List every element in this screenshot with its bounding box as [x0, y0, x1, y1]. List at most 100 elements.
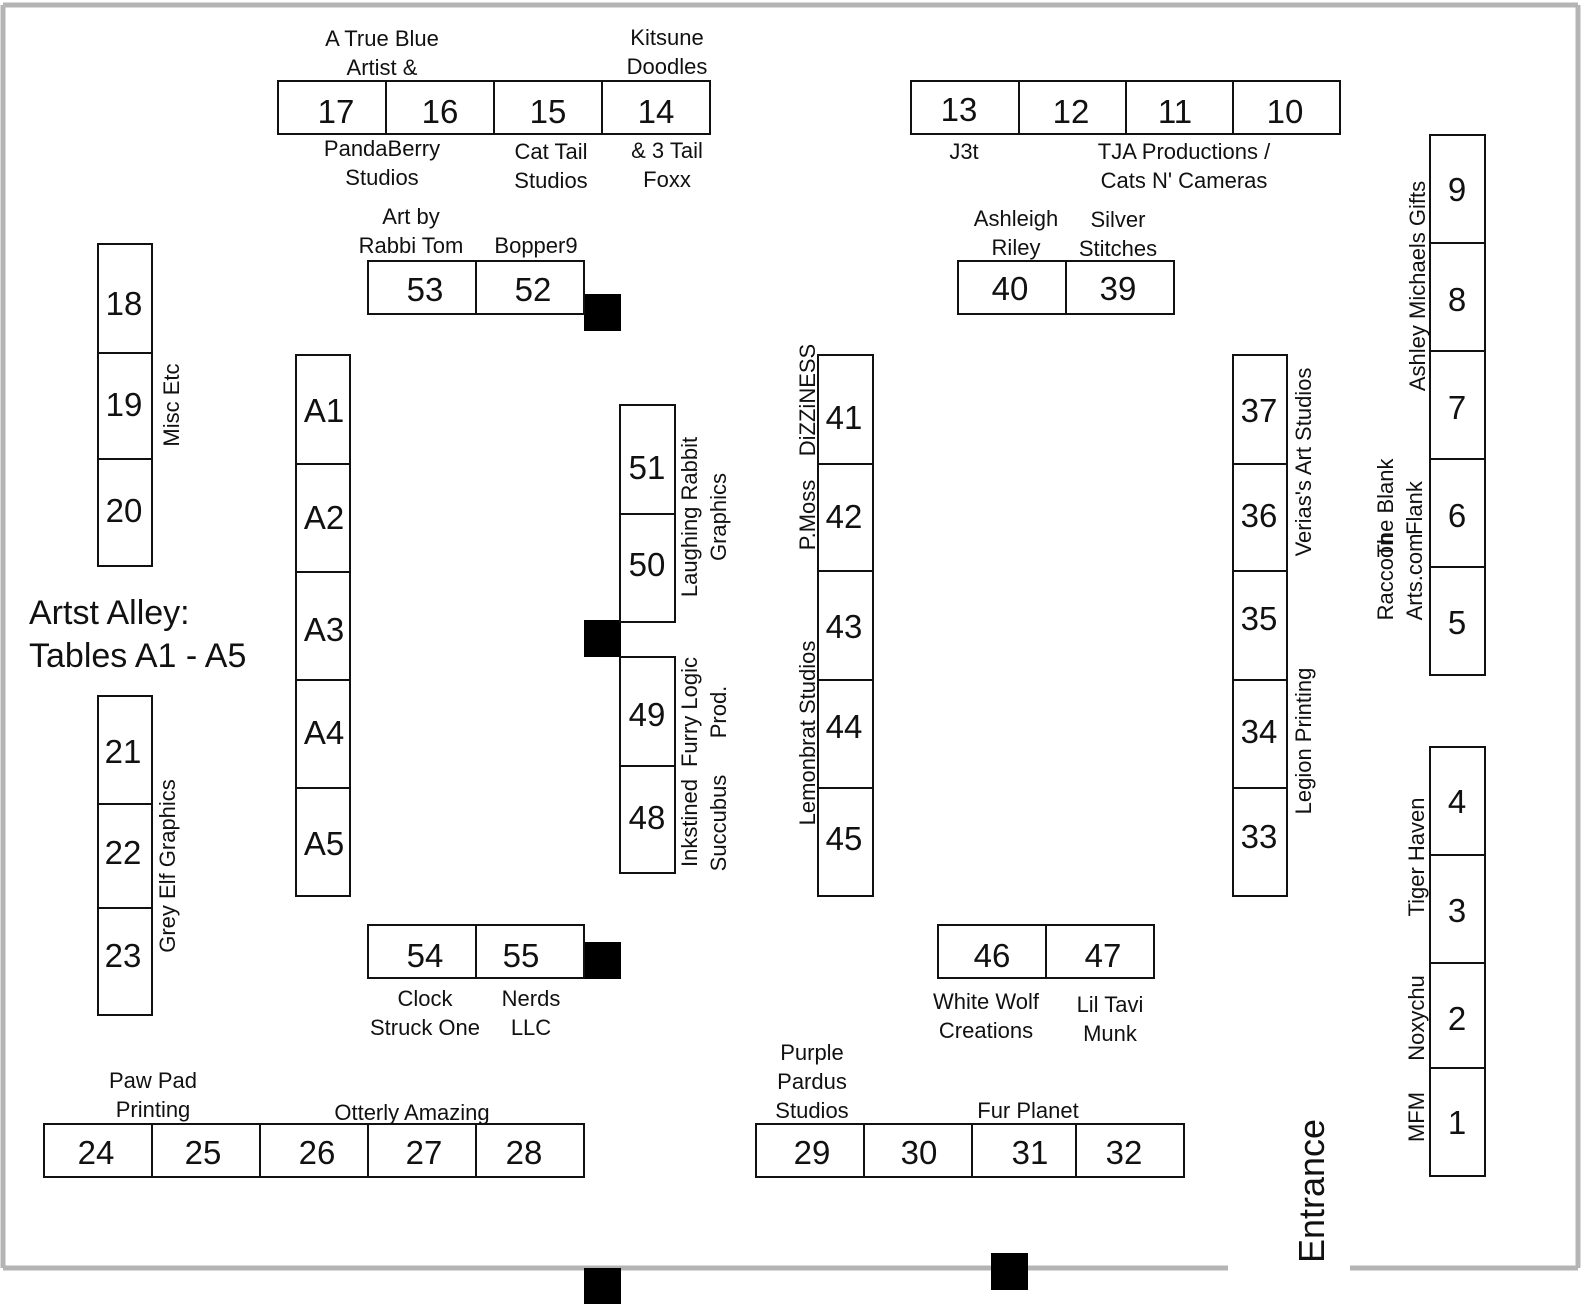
table-22[interactable]: 22: [97, 803, 153, 909]
table-42[interactable]: 42: [817, 463, 874, 572]
table-48[interactable]: 48: [619, 765, 676, 874]
table-number: 17: [318, 93, 355, 130]
vendor-label: Nerds: [502, 986, 561, 1011]
table-21[interactable]: 21: [97, 695, 153, 805]
table-a4[interactable]: A4: [295, 679, 351, 789]
vendor-label: White Wolf: [933, 989, 1040, 1014]
vendor-label: Struck One: [370, 1015, 480, 1040]
table-32[interactable]: 32: [1075, 1123, 1185, 1178]
vendor-label: Ashleigh: [974, 206, 1058, 231]
table-a3[interactable]: A3: [295, 571, 351, 681]
table-43[interactable]: 43: [817, 570, 874, 681]
table-14[interactable]: 14: [601, 80, 711, 135]
table-52[interactable]: 52: [475, 260, 585, 315]
table-55[interactable]: 55: [475, 924, 585, 979]
table-23[interactable]: 23: [97, 907, 153, 1016]
table-number: 46: [974, 937, 1011, 974]
table-54[interactable]: 54: [367, 924, 477, 979]
table-37[interactable]: 37: [1232, 354, 1288, 465]
vendor-label: Ashley Michaels Gifts: [1405, 181, 1430, 391]
vendor-label: Tiger Haven: [1404, 797, 1429, 916]
table-45[interactable]: 45: [817, 787, 874, 897]
table-29[interactable]: 29: [755, 1123, 865, 1178]
table-28[interactable]: 28: [475, 1123, 585, 1178]
table-2[interactable]: 2: [1429, 962, 1486, 1069]
table-number: A5: [304, 825, 344, 862]
table-number: 48: [629, 799, 666, 836]
vendor-label: Fur Planet: [977, 1098, 1079, 1123]
vendor-label: Riley: [992, 235, 1041, 260]
table-number: 21: [105, 733, 142, 770]
table-24[interactable]: 24: [43, 1123, 153, 1178]
vendor-label: Bopper9: [494, 233, 577, 258]
table-30[interactable]: 30: [863, 1123, 973, 1178]
table-47[interactable]: 47: [1045, 924, 1155, 979]
table-3[interactable]: 3: [1429, 854, 1486, 964]
table-a1[interactable]: A1: [295, 354, 351, 465]
table-number: 47: [1085, 937, 1122, 974]
table-a2[interactable]: A2: [295, 463, 351, 573]
table-4[interactable]: 4: [1429, 746, 1486, 856]
artist-alley-title: Artst Alley: Tables A1 - A5: [29, 594, 246, 675]
table-36[interactable]: 36: [1232, 463, 1288, 572]
vendor-label: Paw Pad: [109, 1068, 197, 1093]
table-5[interactable]: 5: [1429, 566, 1486, 676]
table-19[interactable]: 19: [97, 352, 153, 460]
table-53[interactable]: 53: [367, 260, 477, 315]
table-7[interactable]: 7: [1429, 350, 1486, 460]
table-6[interactable]: 6: [1429, 458, 1486, 568]
vendor-label: Grey Elf Graphics: [155, 779, 180, 953]
vendor-label: Art by: [382, 204, 439, 229]
table-16[interactable]: 16: [385, 80, 495, 135]
table-number: 51: [629, 449, 666, 486]
table-number: A4: [304, 714, 344, 751]
table-18[interactable]: 18: [97, 243, 153, 354]
table-31[interactable]: 31: [971, 1123, 1077, 1178]
table-33[interactable]: 33: [1232, 787, 1288, 897]
table-number: 37: [1241, 392, 1278, 429]
table-9[interactable]: 9: [1429, 134, 1486, 244]
table-11[interactable]: 11: [1125, 80, 1234, 135]
pillar: [584, 620, 621, 657]
table-39[interactable]: 39: [1065, 260, 1175, 315]
table-10[interactable]: 10: [1232, 80, 1341, 135]
table-number: 28: [506, 1134, 543, 1171]
table-1[interactable]: 1: [1429, 1067, 1486, 1177]
vendor-label: Arts.com: [1402, 534, 1427, 621]
table-number: 35: [1241, 600, 1278, 637]
table-15[interactable]: 15: [493, 80, 603, 135]
vendor-labels: A True Blue Artist & Kitsune Doodles Pan…: [109, 25, 1271, 1125]
vendor-label: Prod.: [706, 686, 731, 739]
table-26[interactable]: 26: [259, 1123, 369, 1178]
table-41[interactable]: 41: [817, 354, 874, 465]
table-51[interactable]: 51: [619, 404, 676, 515]
table-number: 33: [1241, 818, 1278, 855]
table-13[interactable]: 13: [910, 80, 1020, 135]
vendor-label: Doodles: [627, 54, 708, 79]
table-44[interactable]: 44: [817, 679, 874, 789]
table-8[interactable]: 8: [1429, 242, 1486, 352]
table-number: 16: [422, 93, 459, 130]
table-34[interactable]: 34: [1232, 679, 1288, 789]
table-17[interactable]: 17: [277, 80, 387, 135]
table-number: 41: [826, 399, 863, 436]
vendor-label: Studios: [514, 168, 587, 193]
table-25[interactable]: 25: [151, 1123, 261, 1178]
table-50[interactable]: 50: [619, 513, 676, 623]
table-46[interactable]: 46: [937, 924, 1047, 979]
vendor-label: LLC: [511, 1015, 551, 1040]
vendor-label: Silver: [1090, 207, 1145, 232]
table-35[interactable]: 35: [1232, 570, 1288, 681]
table-27[interactable]: 27: [367, 1123, 477, 1178]
vendor-label: Clock: [397, 986, 453, 1011]
table-49[interactable]: 49: [619, 656, 676, 767]
table-number: 52: [515, 271, 552, 308]
table-number: 54: [407, 937, 444, 974]
table-40[interactable]: 40: [957, 260, 1067, 315]
table-a5[interactable]: A5: [295, 787, 351, 897]
table-12[interactable]: 12: [1018, 80, 1127, 135]
table-number: 1: [1448, 1104, 1466, 1141]
table-20[interactable]: 20: [97, 458, 153, 567]
table-number: 39: [1100, 270, 1137, 307]
